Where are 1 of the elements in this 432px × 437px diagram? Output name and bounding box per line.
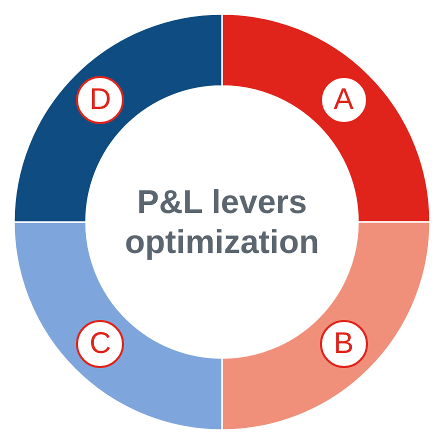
center-title: P&L levers optimization (112, 182, 332, 262)
